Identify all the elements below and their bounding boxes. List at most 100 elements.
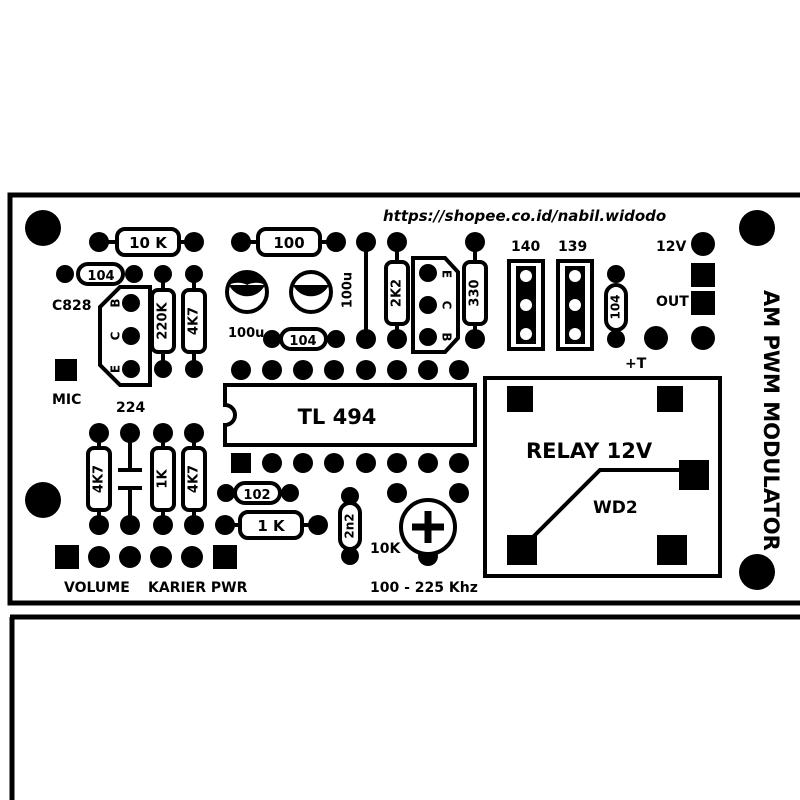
relay-pad <box>657 386 683 412</box>
pin-c-label: C <box>109 331 123 340</box>
pin-c-label-2: C <box>440 301 454 310</box>
plus-t-label: +T <box>625 356 647 372</box>
resistor-10k-label: 10 K <box>129 234 168 252</box>
pad <box>119 546 141 568</box>
pad <box>387 483 407 503</box>
pad-hole <box>520 328 532 340</box>
capacitor-body <box>233 481 282 505</box>
pad <box>341 487 359 505</box>
electrolytic-fill <box>229 285 265 297</box>
pot-10k-label: 10K <box>370 541 401 557</box>
mounting-hole <box>739 554 775 590</box>
mounting-hole <box>739 210 775 246</box>
resistor-1k-label-2: 1 K <box>257 517 286 535</box>
pad <box>607 265 625 283</box>
pin-e-label: E <box>109 365 123 373</box>
pad <box>691 326 715 350</box>
resistor-body <box>181 446 207 512</box>
pad <box>691 232 715 256</box>
capacitor-2n2-label: 2n2 <box>343 513 357 538</box>
ic-body <box>223 383 477 447</box>
pad-hole <box>569 270 581 282</box>
resistor-body <box>238 510 304 540</box>
capacitor-body <box>604 283 628 332</box>
resistor-body <box>256 227 322 257</box>
square-pad <box>213 545 237 569</box>
out-label: OUT <box>656 294 689 310</box>
pad-hole <box>569 328 581 340</box>
pad <box>327 330 345 348</box>
pin-b-label: B <box>109 298 123 307</box>
volume-label: VOLUME <box>64 580 130 596</box>
resistor-4k7-label: 4K7 <box>92 465 107 493</box>
square-pad <box>691 263 715 287</box>
resistor-body <box>384 260 410 326</box>
cap-100u-label-2: 100u <box>341 272 356 308</box>
pad <box>607 330 625 348</box>
capacitor-body <box>76 262 125 286</box>
resistor-body <box>150 288 176 354</box>
capacitor-104-label: 104 <box>609 294 623 319</box>
resistor-body <box>115 227 181 257</box>
pad <box>644 326 668 350</box>
pad-hole <box>520 299 532 311</box>
resistor-4k7-label: 4K7 <box>187 465 202 493</box>
pad <box>181 546 203 568</box>
pad <box>419 328 437 346</box>
pad <box>341 547 359 565</box>
cap-100u-label: 100u <box>228 326 264 341</box>
resistor-body <box>86 446 112 512</box>
coil-140-label: 140 <box>511 239 540 255</box>
ic-label: TL 494 <box>298 405 377 429</box>
v12-label: 12V <box>656 239 686 255</box>
square-pad <box>55 545 79 569</box>
mic-label: MIC <box>52 392 81 408</box>
resistor-330-label: 330 <box>468 279 483 306</box>
transistor-outline <box>98 285 152 387</box>
mounting-hole <box>25 482 61 518</box>
board-outline <box>7 192 800 606</box>
capacitor-104-label: 104 <box>289 334 316 349</box>
pad <box>56 265 74 283</box>
resistor-4k7-label: 4K7 <box>187 307 202 335</box>
mic-pad <box>55 359 77 381</box>
pad <box>263 330 281 348</box>
relay-switch-line <box>520 468 690 550</box>
resistor-100-label: 100 <box>273 234 304 252</box>
transistor-outline <box>411 256 460 354</box>
electrolytic-fill <box>229 273 265 296</box>
relay-model-label: WD2 <box>593 498 638 518</box>
pad <box>122 360 140 378</box>
relay-label: RELAY 12V <box>526 439 653 463</box>
ic-bottom-pins <box>231 453 469 473</box>
coil-139-label: 139 <box>558 239 587 255</box>
pad <box>125 265 143 283</box>
resistor-2k2-label: 2K2 <box>390 279 405 307</box>
pad <box>122 294 140 312</box>
pad-hole <box>520 270 532 282</box>
resistor-220k-label: 220K <box>156 301 171 339</box>
mounting-hole <box>25 210 61 246</box>
pad <box>419 264 437 282</box>
pad <box>449 483 469 503</box>
square-pad <box>691 291 715 315</box>
resistor-1k-label: 1K <box>156 469 171 489</box>
pad <box>122 327 140 345</box>
frequency-label: 100 - 225 Khz <box>370 580 478 596</box>
relay-pad <box>657 535 687 565</box>
relay-pad <box>679 460 709 490</box>
capacitor-body <box>338 501 362 551</box>
resistor-body <box>181 288 207 354</box>
pad <box>88 546 110 568</box>
pad <box>150 546 172 568</box>
pin-e-label-2: E <box>440 270 454 278</box>
electrolytic-fill <box>293 285 329 297</box>
capacitor-104-label: 104 <box>87 269 114 284</box>
capacitor-102-label: 102 <box>243 488 270 503</box>
resistor-body <box>462 260 488 326</box>
pad-hole <box>569 299 581 311</box>
cap-224-label: 224 <box>116 400 145 416</box>
transistor-c828-label: C828 <box>52 298 92 314</box>
capacitor-body <box>279 327 328 351</box>
